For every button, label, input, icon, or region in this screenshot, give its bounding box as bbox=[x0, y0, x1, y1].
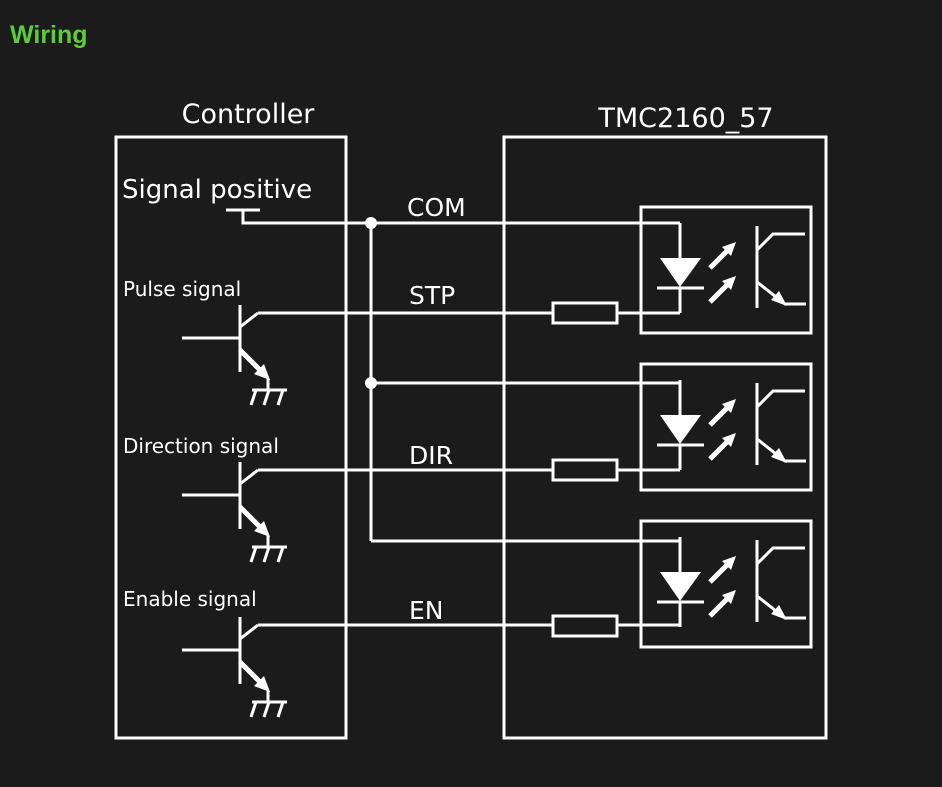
stp-label: STP bbox=[409, 281, 455, 310]
controller-label: Controller bbox=[182, 99, 316, 130]
driver-label: TMC2160_57 bbox=[597, 103, 773, 134]
transistor-pulse bbox=[182, 305, 287, 405]
com-wire bbox=[226, 208, 680, 543]
page-title: Wiring bbox=[10, 21, 88, 49]
direction-signal-label: Direction signal bbox=[123, 434, 279, 458]
dir-wire bbox=[258, 458, 680, 482]
en-wire bbox=[258, 614, 680, 638]
signal-positive-label: Signal positive bbox=[122, 175, 312, 205]
enable-signal-label: Enable signal bbox=[123, 587, 257, 611]
transistor-direction bbox=[182, 462, 287, 562]
dir-label: DIR bbox=[409, 441, 453, 470]
resistor-dir bbox=[551, 458, 619, 482]
driver-box bbox=[502, 135, 828, 740]
pulse-signal-label: Pulse signal bbox=[123, 277, 241, 301]
en-label: EN bbox=[409, 596, 444, 625]
resistor-stp bbox=[551, 301, 619, 325]
resistor-en bbox=[551, 614, 619, 638]
com-label: COM bbox=[407, 193, 466, 222]
stp-wire bbox=[258, 301, 680, 325]
controller-box bbox=[114, 135, 348, 740]
transistor-enable bbox=[182, 617, 287, 717]
